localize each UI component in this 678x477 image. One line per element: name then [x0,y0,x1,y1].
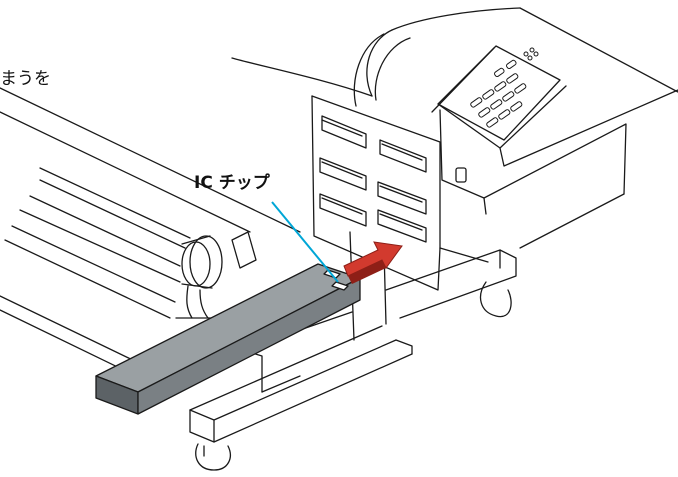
instruction-text: まうを [0,69,51,89]
roll-holder [175,231,257,319]
ic-chip-leader-line [271,201,339,283]
printer-stand [189,231,517,471]
ink-cartridge [95,263,361,415]
insert-direction-arrow [343,241,403,284]
printer-body [231,7,678,291]
ic-chip-label: IC チップ [194,173,270,193]
